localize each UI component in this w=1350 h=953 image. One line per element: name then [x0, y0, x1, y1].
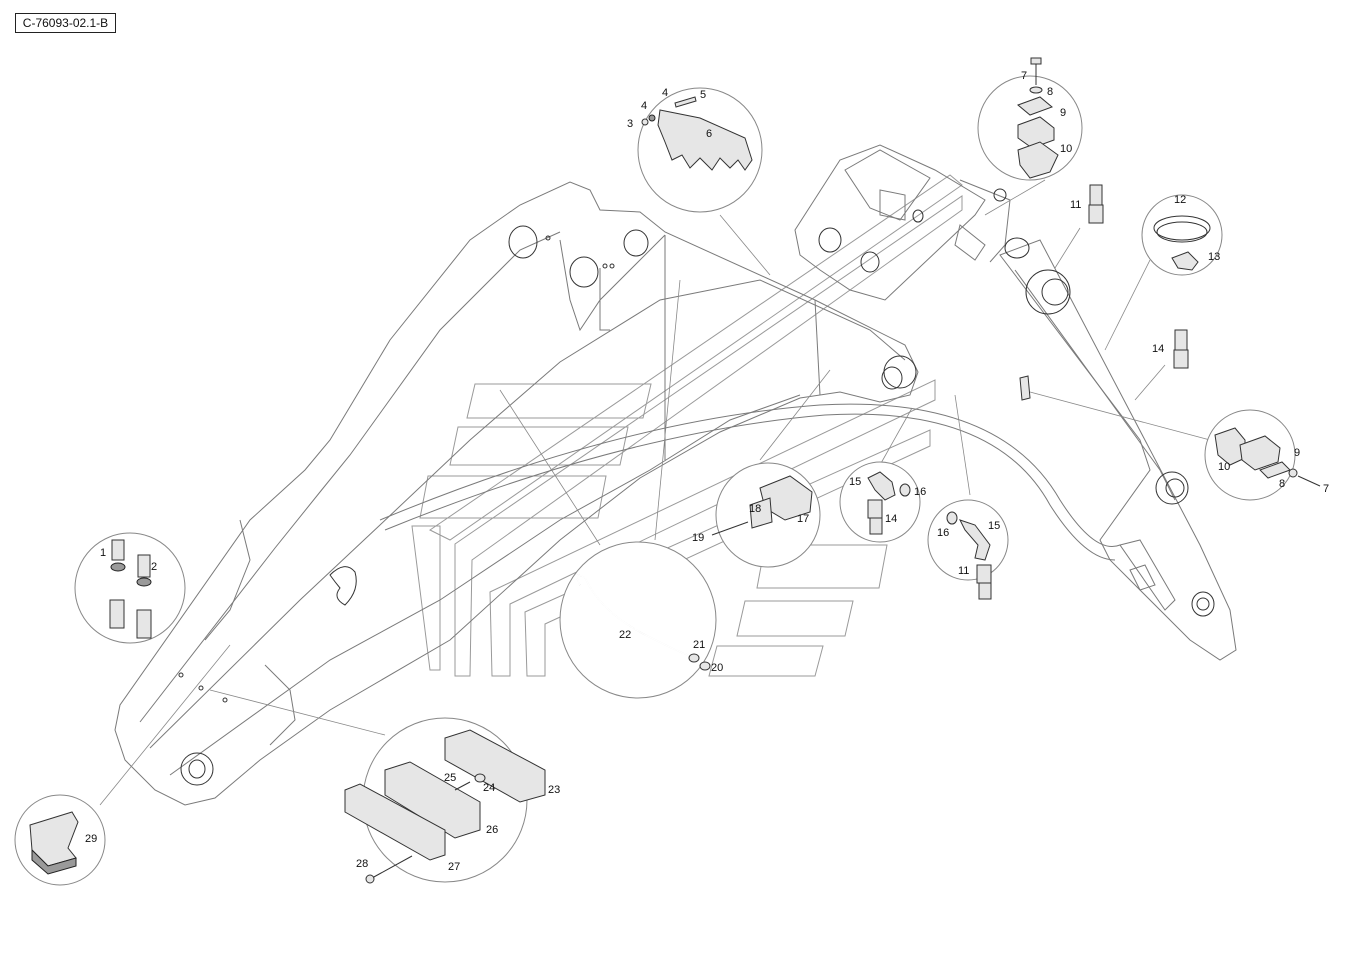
callout-5: 5	[700, 89, 706, 101]
part-clamp-upper	[1017, 57, 1059, 179]
callout-26: 26	[486, 824, 498, 836]
part-elbow-15-16	[867, 471, 911, 535]
callout-2: 2	[151, 561, 157, 573]
callout-9b: 9	[1294, 447, 1300, 459]
boom-main	[114, 181, 919, 806]
callout-6: 6	[706, 128, 712, 140]
drawing-reference: C-76093-02.1-B	[15, 13, 116, 33]
hose-lines	[379, 403, 1121, 561]
callout-10a: 10	[1060, 143, 1072, 155]
part-elbow-lower	[946, 511, 992, 600]
callout-7a: 7	[1021, 70, 1027, 82]
callout-25: 25	[444, 772, 456, 784]
callout-20: 20	[711, 662, 723, 674]
callout-12: 12	[1174, 194, 1186, 206]
callout-19: 19	[692, 532, 704, 544]
part-pipe-22	[576, 574, 711, 671]
callout-15b: 15	[988, 520, 1000, 532]
part-fitting-14	[1019, 329, 1189, 401]
part-clamp-right	[1214, 427, 1321, 487]
callout-4a: 4	[641, 100, 647, 112]
watermark-logo	[411, 174, 963, 677]
callout-9a: 9	[1060, 107, 1066, 119]
part-bracket-17	[711, 475, 813, 536]
callout-labels: 1 2 3 4 4 5 6 7 8 9 10 11 12 13 14 7 8 9…	[85, 70, 1329, 873]
detail-circles	[14, 75, 1296, 886]
callout-16b: 16	[937, 527, 949, 539]
hydraulic-cylinder	[999, 237, 1237, 661]
callout-11b: 11	[958, 565, 969, 577]
callout-23: 23	[548, 784, 560, 796]
callout-8b: 8	[1279, 478, 1285, 490]
part-hose-clamp-12	[1153, 215, 1211, 271]
callout-28: 28	[356, 858, 368, 870]
callout-29: 29	[85, 833, 97, 845]
callout-10b: 10	[1218, 461, 1230, 473]
callout-24: 24	[483, 782, 495, 794]
part-bracket-6	[641, 96, 753, 171]
callout-1: 1	[100, 547, 106, 559]
part-fittings-11	[1088, 184, 1104, 224]
callout-13: 13	[1208, 251, 1220, 263]
callout-7b: 7	[1323, 483, 1329, 495]
callout-21: 21	[693, 639, 705, 651]
callout-27: 27	[448, 861, 460, 873]
callout-8a: 8	[1047, 86, 1053, 98]
callout-15a: 15	[849, 476, 861, 488]
callout-14a: 14	[1152, 343, 1164, 355]
callout-11a: 11	[1070, 199, 1081, 211]
callout-22: 22	[619, 629, 631, 641]
callout-17: 17	[797, 513, 809, 525]
boom-head	[794, 144, 1011, 301]
callout-3: 3	[627, 118, 633, 130]
callout-16a: 16	[914, 486, 926, 498]
callout-4b: 4	[662, 87, 668, 99]
part-couplings-1-2	[109, 539, 152, 639]
part-blocks-23-28	[344, 729, 546, 884]
callout-18: 18	[749, 503, 761, 515]
leader-lines	[99, 179, 1211, 806]
callout-14b: 14	[885, 513, 897, 525]
part-pad-29	[29, 811, 79, 875]
